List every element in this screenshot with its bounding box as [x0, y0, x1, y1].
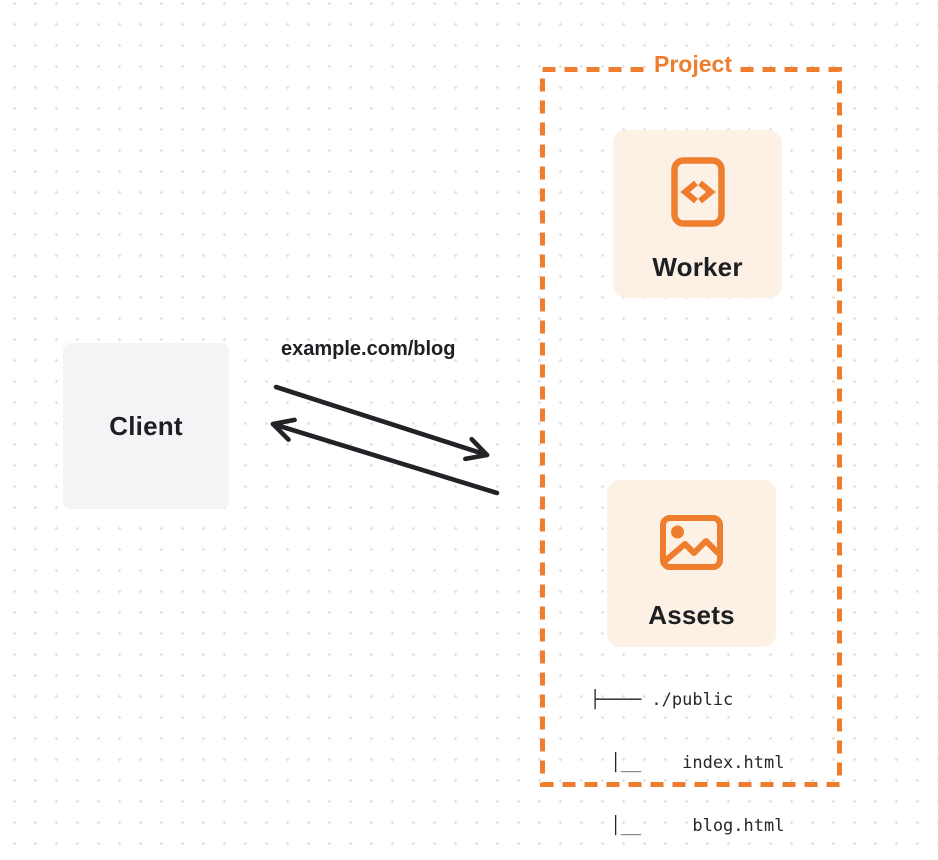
code-file-icon — [670, 157, 725, 227]
worker-label: Worker — [652, 252, 743, 282]
file-tree-line-public: ├──── ./public — [590, 690, 734, 710]
client-label: Client — [109, 410, 183, 441]
client-node: Client — [63, 343, 229, 509]
file-tree-line-blog: │__ blog.html — [590, 816, 785, 836]
assets-node: Assets — [607, 480, 776, 647]
worker-node: Worker — [613, 130, 782, 298]
request-url-label: example.com/blog — [281, 338, 456, 360]
image-icon — [660, 515, 723, 570]
arrowhead-right-icon — [463, 436, 490, 462]
project-label: Project — [647, 51, 739, 78]
assets-label: Assets — [648, 600, 735, 630]
response-arrow — [270, 417, 500, 496]
request-arrow — [273, 384, 490, 462]
file-tree: ├──── ./public │__ index.html │__ blog.h… — [590, 648, 784, 860]
file-tree-line-index: │__ index.html — [590, 753, 785, 773]
arrowhead-left-icon — [270, 417, 297, 442]
